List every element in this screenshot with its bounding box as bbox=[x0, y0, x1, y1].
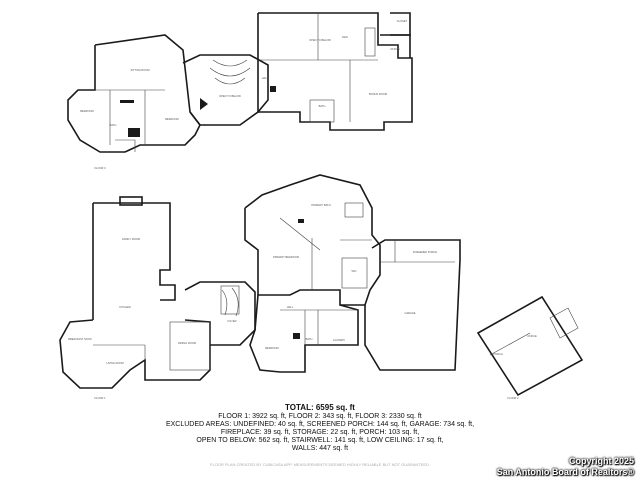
detached-office-walls bbox=[476, 295, 584, 397]
room-label: HALL bbox=[262, 76, 269, 80]
room-label: BATH bbox=[110, 123, 117, 127]
room-label: DINING ROOM bbox=[178, 341, 196, 345]
garage-walls bbox=[364, 239, 461, 371]
area-summary-line: EXCLUDED AREAS: UNDEFINED: 40 sq. ft, SC… bbox=[165, 421, 475, 428]
disclaimer-text: FLOOR PLAN CREATED BY CUBICASA APP. MEAS… bbox=[210, 462, 430, 467]
room-label: BEDROOM bbox=[165, 117, 178, 121]
upper-right-block-walls bbox=[257, 12, 413, 131]
area-summary-line: OPEN TO BELOW: 562 sq. ft, STAIRWELL: 14… bbox=[196, 437, 444, 444]
upper-office-walls bbox=[380, 34, 411, 58]
lower-fill bbox=[293, 333, 300, 339]
entry-stair bbox=[220, 285, 240, 315]
upper-left-fill bbox=[120, 100, 134, 103]
upper-closet-walls bbox=[390, 12, 411, 36]
room-label: OFFICE bbox=[390, 47, 400, 51]
room-label: OPEN TO BELOW bbox=[219, 94, 241, 98]
room-label: OFFICE bbox=[527, 334, 537, 338]
room-label: WIC bbox=[200, 123, 205, 127]
floor-label: FLOOR 2 bbox=[507, 396, 519, 400]
entry-stair bbox=[221, 287, 239, 317]
curved-stair bbox=[209, 59, 251, 85]
nook-walls bbox=[59, 319, 211, 389]
area-summary-line: FIREPLACE: 39 sq. ft, STORAGE: 22 sq. ft… bbox=[220, 429, 420, 436]
copyright-line: Copyright 2025 bbox=[568, 456, 634, 466]
room-label: KITCHEN bbox=[119, 305, 131, 309]
upper-left-walls bbox=[67, 34, 201, 153]
upper-left-fill bbox=[128, 128, 140, 137]
lower-bedroom-walls bbox=[249, 294, 359, 373]
primary-fill bbox=[298, 219, 304, 223]
primary-closet bbox=[344, 202, 364, 218]
room-label: CLOSET bbox=[397, 19, 408, 23]
room-label: DEN bbox=[342, 35, 348, 39]
copyright-watermark: Copyright 2025 San Antonio Board of Real… bbox=[497, 456, 634, 477]
area-summary-line: WALLS: 447 sq. ft bbox=[291, 445, 349, 452]
room-label: FAMILY ROOM bbox=[122, 237, 140, 241]
primary-wic bbox=[341, 257, 368, 289]
upper-stair bbox=[364, 27, 376, 57]
area-summary-line: FLOOR 1: 3922 sq. ft, FLOOR 2: 343 sq. f… bbox=[218, 413, 422, 420]
total-area-title: TOTAL: 6595 sq. ft bbox=[285, 403, 355, 412]
upper-mid-column bbox=[200, 98, 208, 110]
foyer-walls bbox=[184, 281, 256, 346]
fireplace bbox=[119, 196, 143, 206]
detached-office-inner bbox=[549, 307, 579, 339]
detached-office-divider bbox=[489, 332, 531, 356]
copyright-line: San Antonio Board of Realtors® bbox=[496, 466, 634, 477]
room-label: BATH bbox=[306, 337, 313, 341]
floor-label: FLOOR 3 bbox=[94, 166, 106, 170]
room-label: BONUS ROOM bbox=[369, 92, 387, 96]
room-label: BEDROOM bbox=[80, 109, 93, 113]
room-label: OPEN TO BELOW bbox=[309, 38, 331, 42]
room-label: LAUNDRY bbox=[333, 338, 346, 342]
lower-floor-plan: FAMILY ROOM KITCHEN BREAKFAST NOOK LIVIN… bbox=[59, 174, 584, 400]
dining-room-outline bbox=[169, 321, 211, 371]
room-label: BEDROOM bbox=[265, 346, 278, 350]
room-label: SITTING ROOM bbox=[130, 68, 149, 72]
family-room-walls bbox=[93, 202, 176, 301]
room-label: SCREENED PORCH bbox=[413, 250, 438, 254]
room-label: PRIMARY BATH bbox=[311, 203, 330, 207]
room-label: HALL bbox=[287, 305, 294, 309]
room-label: FOYER bbox=[228, 319, 237, 323]
room-label: GARAGE bbox=[404, 311, 415, 315]
upper-bath bbox=[309, 99, 335, 123]
upper-fireplace bbox=[270, 86, 276, 92]
room-label: BATH bbox=[319, 104, 326, 108]
primary-divider bbox=[279, 217, 321, 251]
upper-closet bbox=[115, 139, 136, 152]
room-label: BREAKFAST NOOK bbox=[68, 337, 92, 341]
upper-floor-plan: OPEN TO BELOW DEN OFFICE CLOSET BONUS RO… bbox=[67, 12, 413, 170]
room-label: PRIMARY BEDROOM bbox=[273, 255, 299, 259]
room-label: PORCH bbox=[493, 352, 502, 356]
room-label: LIVING ROOM bbox=[106, 361, 123, 365]
upper-mid-walls bbox=[182, 54, 269, 126]
floor-label: FLOOR 1 bbox=[94, 396, 106, 400]
room-label: WIC bbox=[351, 269, 356, 273]
